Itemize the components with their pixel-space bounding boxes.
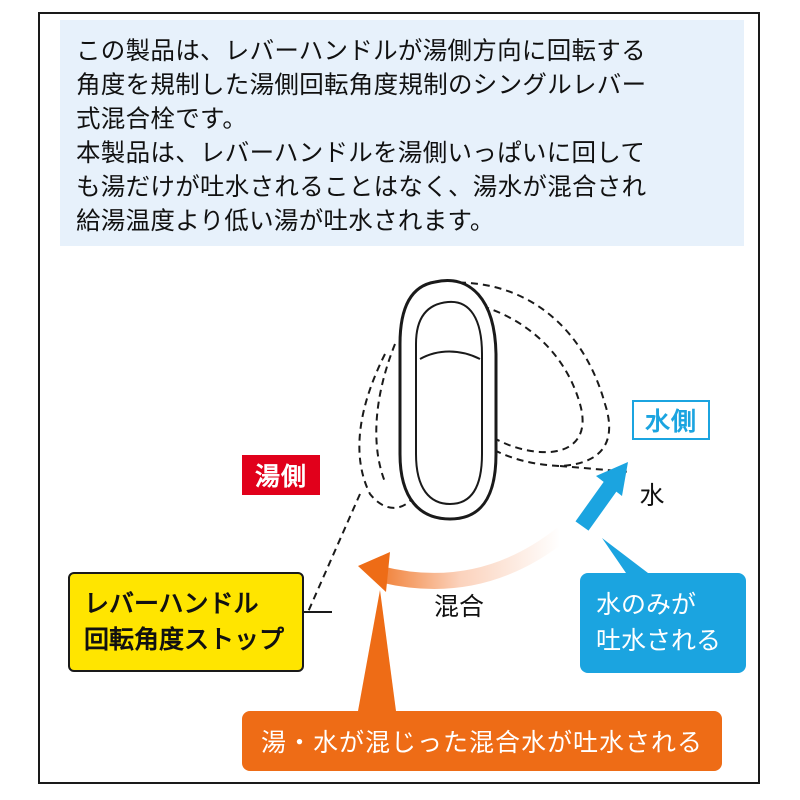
cold-only-line-2: 吐水される <box>596 626 722 655</box>
description-panel: この製品は、レバーハンドルが湯側方向に回転する 角度を規制した湯側回転角度規制の… <box>60 20 744 246</box>
water-label: 水 <box>639 481 665 510</box>
lever-stop-line-1: レバーハンドル <box>84 589 259 618</box>
lever-stop-callout: レバーハンドル 回転角度ストップ <box>68 572 304 672</box>
cold-arrow <box>575 462 628 531</box>
lever-outline-dashed-hot <box>358 343 426 509</box>
description-line: 角度を規制した湯側回転角度規制のシングルレバー <box>76 70 647 99</box>
description-line: 式混合栓です。 <box>76 104 248 133</box>
description-line: も湯だけが吐水されることはなく、湯水が混合され <box>76 172 647 201</box>
lever-stop-line-2: 回転角度ストップ <box>84 625 285 654</box>
description-line: この製品は、レバーハンドルが湯側方向に回転する <box>76 36 646 65</box>
lever-handle <box>398 279 498 521</box>
faucet-lever-diagram <box>304 279 648 711</box>
cold-only-line-1: 水のみが <box>596 590 697 619</box>
description-line: 本製品は、レバーハンドルを湯側いっぱいに回して <box>76 138 646 167</box>
mixed-water-callout: 湯・水が混じった混合水が吐水される <box>242 711 722 771</box>
lever-stop-line <box>304 465 631 613</box>
description-line: 給湯温度より低い湯が吐水されます。 <box>76 206 495 235</box>
mix-callout-pointer <box>358 590 396 711</box>
mixed-label: 混合 <box>433 592 484 621</box>
cold-callout-pointer <box>602 538 648 573</box>
diagram-frame: この製品は、レバーハンドルが湯側方向に回転する 角度を規制した湯側回転角度規制の… <box>38 12 760 784</box>
cold-only-callout: 水のみが 吐水される <box>580 573 746 673</box>
cold-side-label: 水側 <box>632 400 710 440</box>
mix-arrow <box>358 527 567 592</box>
hot-side-label: 湯側 <box>242 455 320 495</box>
